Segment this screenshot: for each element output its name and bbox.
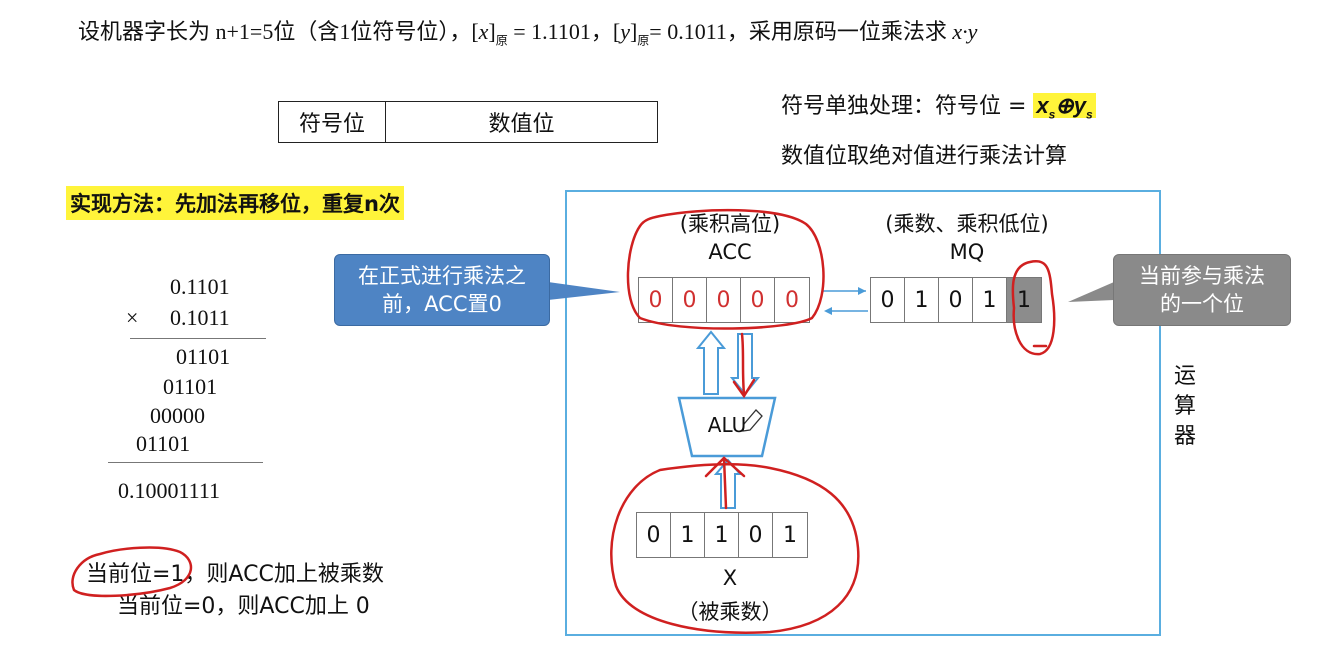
partial-product-2: 01101: [163, 374, 218, 399]
acc-bit: 0: [785, 287, 799, 313]
mul-rule-2: [108, 462, 263, 463]
mq-caption: (乘数、乘积低位): [885, 212, 1049, 236]
partial-product-1: 01101: [176, 344, 231, 369]
acc-name: ACC: [708, 240, 752, 264]
arithmetic-unit-box: [565, 190, 1161, 636]
acc-caption: (乘积高位): [679, 212, 781, 236]
problem-statement: 设机器字长为 n+1=5位（含1位符号位），[x]原 = 1.1101，[y]原…: [78, 19, 978, 48]
sign-xor-formula: xs⊕ys: [1033, 93, 1096, 121]
partial-product-3: 00000: [150, 403, 205, 428]
mq-bit: 0: [871, 278, 905, 322]
rule-bit-one: 当前位=1，则ACC加上被乘数: [86, 562, 384, 587]
partial-product-4: 01101: [136, 431, 191, 456]
sign-bit-label: 符号位: [279, 102, 386, 142]
x-bit: 0: [739, 513, 773, 557]
x-bit: 1: [671, 513, 705, 557]
multiplier: 0.1011: [170, 305, 230, 330]
mq-bit: 0: [939, 278, 973, 322]
acc-bit: 0: [741, 278, 775, 322]
acc-bit: 0: [673, 278, 707, 322]
acc-reset-callout: 在正式进行乘法之前，ACC置0: [334, 254, 550, 326]
x-register: 0 1 1 0 1: [636, 512, 808, 558]
product-result: 0.10001111: [118, 478, 221, 503]
value-handling-note: 数值位取绝对值进行乘法计算: [781, 144, 1068, 169]
method-note: 实现方法：先加法再移位，重复n次: [66, 186, 404, 220]
sign-handling-note: 符号单独处理：符号位 = xs⊕ys: [781, 88, 1096, 121]
mq-current-bit: 1: [1007, 278, 1041, 322]
acc-bit: 0: [707, 278, 741, 322]
times-sign: ×: [126, 305, 139, 330]
sign-value-format-box: 符号位 数值位: [278, 101, 658, 143]
mq-register: 0 1 0 1 1: [870, 277, 1042, 323]
mul-rule-1: [130, 338, 266, 339]
arithmetic-unit-label: 运算器: [1173, 364, 1196, 449]
mq-bit: 1: [905, 278, 939, 322]
current-bit-callout: 当前参与乘法的一个位: [1113, 254, 1291, 326]
alu-label: ALU: [707, 413, 747, 437]
x-name: X: [722, 566, 738, 590]
acc-register: 0 0 0 0 0: [638, 277, 810, 323]
value-bits-label: 数值位: [488, 112, 555, 137]
mq-bit: 1: [973, 278, 1007, 322]
acc-bit: 0: [639, 278, 673, 322]
rule-bit-zero: 当前位=0，则ACC加上 0: [117, 594, 370, 619]
multiplicand: 0.1101: [170, 274, 230, 299]
x-bit: 1: [783, 522, 797, 548]
mq-name: MQ: [949, 240, 985, 264]
x-caption: （被乘数）: [677, 600, 783, 624]
x-bit: 1: [705, 513, 739, 557]
x-bit: 0: [637, 513, 671, 557]
